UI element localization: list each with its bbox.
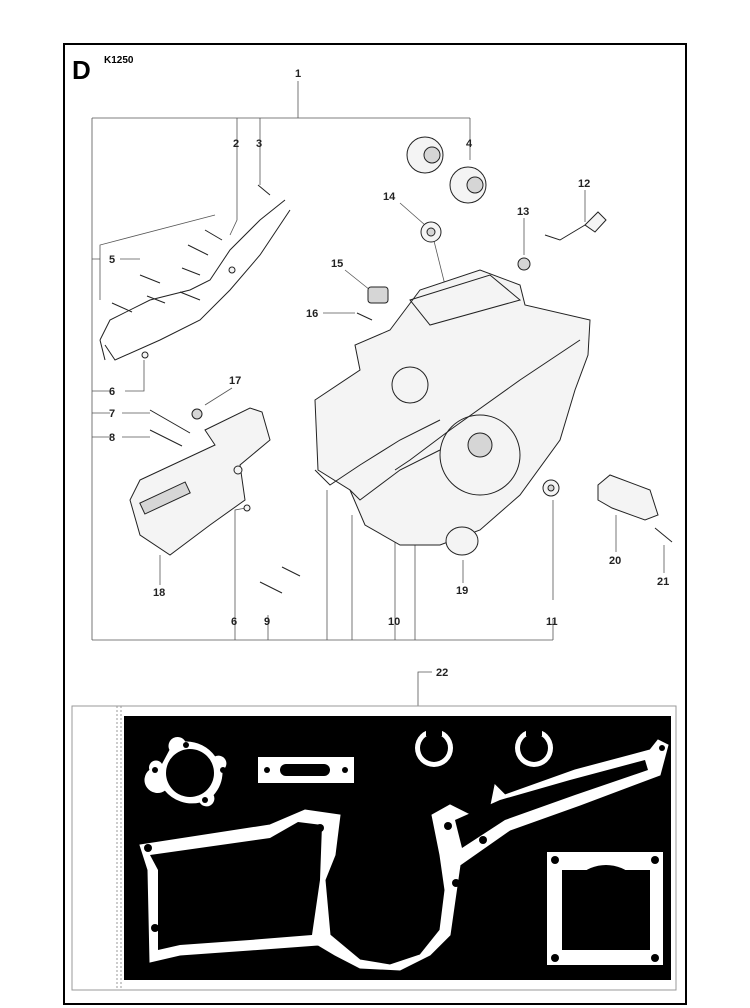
sleeve-15 (367, 286, 389, 304)
callout-14: 14 (383, 191, 396, 203)
callout-21: 21 (657, 576, 669, 588)
screw-16 (356, 312, 373, 321)
model-label: K1250 (104, 55, 134, 66)
seal-14 (420, 221, 442, 243)
callout-4: 4 (466, 138, 473, 150)
callout-17: 17 (229, 375, 241, 387)
plug-19 (445, 526, 479, 556)
callout-10: 10 (388, 616, 400, 628)
callout-22: 22 (436, 667, 448, 679)
callout-16: 16 (306, 308, 318, 320)
section-letter: D (72, 55, 91, 85)
callout-18: 18 (153, 587, 165, 599)
callout-19: 19 (456, 585, 468, 597)
leader-lines (91, 81, 665, 706)
callout-7: 7 (109, 408, 115, 420)
bolts-7-8 (149, 408, 203, 447)
callout-20: 20 (609, 555, 621, 567)
cover-18 (129, 407, 271, 556)
washer-11 (542, 479, 560, 497)
callout-2: 2 (233, 138, 239, 150)
callout-8: 8 (109, 432, 115, 444)
callout-labels: 1 2 3 4 5 6 6 7 8 9 10 11 12 13 14 15 16… (109, 68, 669, 679)
bushing-13 (517, 257, 531, 271)
callout-6-bottom: 6 (231, 616, 237, 628)
callout-3: 3 (256, 138, 262, 150)
screw-21 (654, 527, 673, 543)
callout-13: 13 (517, 206, 529, 218)
callout-11: 11 (546, 616, 558, 628)
gasket-set-22 (71, 705, 677, 991)
nipple-12 (544, 211, 607, 241)
callout-1: 1 (295, 68, 301, 80)
diagram-frame (63, 43, 687, 1005)
bearings-4 (406, 136, 487, 204)
callout-9: 9 (264, 616, 270, 628)
gasket-set-5 (99, 184, 291, 361)
callout-15: 15 (331, 258, 343, 270)
callout-12: 12 (578, 178, 590, 190)
bolts-9 (259, 566, 301, 594)
callout-6-left: 6 (109, 386, 115, 398)
callout-5: 5 (109, 254, 115, 266)
crankcase-10-11 (314, 269, 591, 546)
bracket-20 (597, 474, 659, 521)
